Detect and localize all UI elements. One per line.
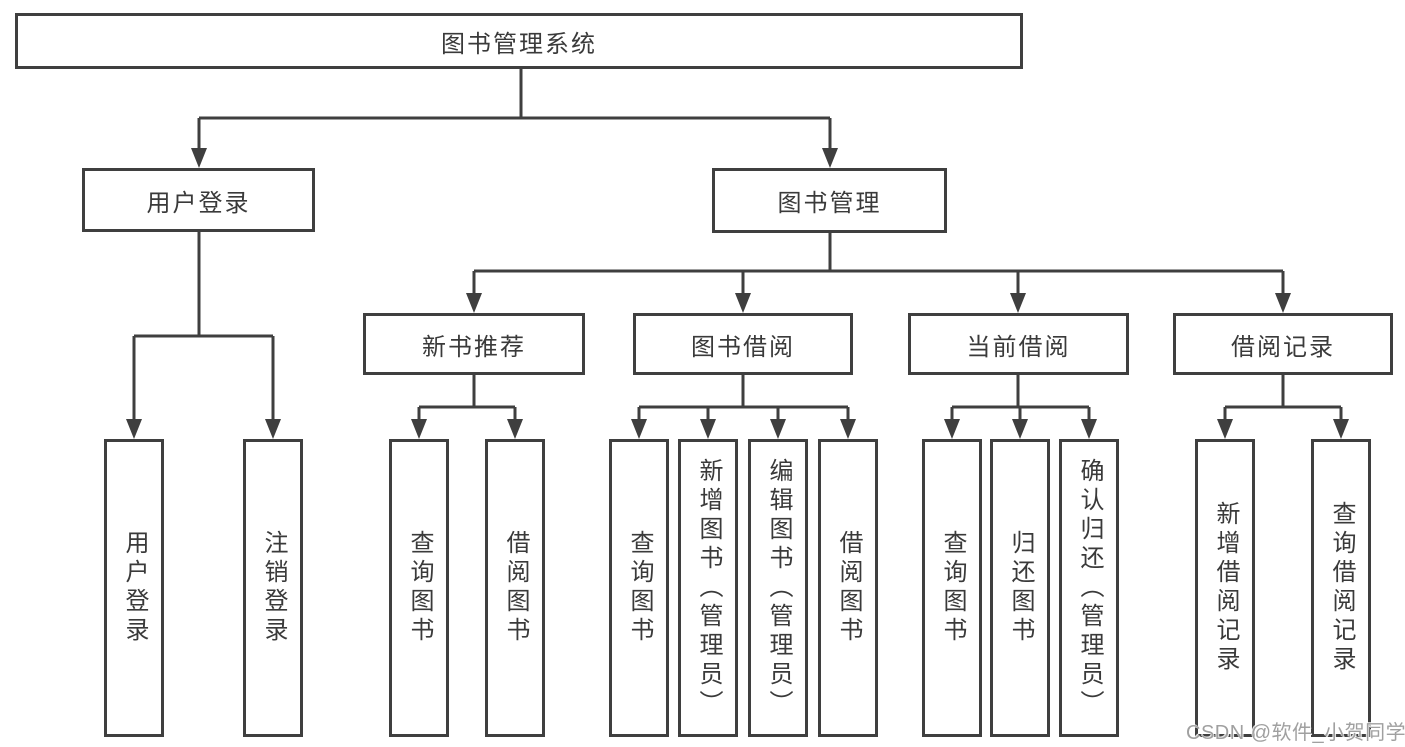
node-new-book-recommendation: 新书推荐 — [363, 313, 585, 375]
connector-new-book-recommendation-children — [411, 375, 523, 439]
leaf-edit-books-admin-label: 编辑图书（管理员） — [765, 457, 792, 719]
leaf-add-books-admin: 新增图书（管理员） — [678, 439, 738, 737]
node-user-login: 用户登录 — [82, 168, 315, 232]
leaf-borrow-books-borrowing-label: 借阅图书 — [835, 530, 862, 646]
node-new-book-recommendation-label: 新书推荐 — [422, 333, 526, 361]
leaf-confirm-return-admin-label: 确认归还（管理员） — [1076, 457, 1103, 719]
watermark-text: CSDN @软件_小贺同学 — [1186, 722, 1405, 744]
connector-book-management-children — [466, 233, 1291, 313]
leaf-query-books-recommendation: 查询图书 — [389, 439, 449, 737]
leaf-borrow-books-recommendation-label: 借阅图书 — [502, 530, 529, 646]
node-borrowing-records: 借阅记录 — [1173, 313, 1393, 375]
node-current-borrowing: 当前借阅 — [908, 313, 1129, 375]
connector-current-borrowing-children — [944, 375, 1097, 439]
connector-user-login-children — [126, 232, 281, 439]
node-book-borrowing-label: 图书借阅 — [691, 333, 795, 361]
leaf-query-borrow-record-label: 查询借阅记录 — [1328, 501, 1355, 675]
leaf-borrow-books-borrowing: 借阅图书 — [818, 439, 878, 737]
leaf-logout-label: 注销登录 — [260, 530, 287, 646]
node-library-management-system: 图书管理系统 — [15, 13, 1023, 69]
leaf-query-books-recommendation-label: 查询图书 — [406, 530, 433, 646]
leaf-query-borrow-record: 查询借阅记录 — [1311, 439, 1371, 737]
leaf-query-books-current: 查询图书 — [922, 439, 982, 737]
leaf-query-books-borrowing: 查询图书 — [609, 439, 669, 737]
node-book-management-label: 图书管理 — [777, 190, 882, 217]
leaf-return-books-label: 归还图书 — [1007, 530, 1034, 646]
connector-root-to-level2 — [191, 69, 838, 168]
connector-book-borrowing-children — [631, 375, 856, 439]
leaf-confirm-return-admin: 确认归还（管理员） — [1059, 439, 1119, 737]
connector-borrowing-records-children — [1217, 375, 1349, 439]
leaf-add-borrow-record-label: 新增借阅记录 — [1212, 501, 1239, 675]
leaf-user-login-label: 用户登录 — [121, 530, 148, 646]
leaf-query-books-current-label: 查询图书 — [939, 530, 966, 646]
leaf-edit-books-admin: 编辑图书（管理员） — [748, 439, 808, 737]
node-book-management: 图书管理 — [712, 168, 947, 233]
leaf-user-login: 用户登录 — [104, 439, 164, 737]
leaf-borrow-books-recommendation: 借阅图书 — [485, 439, 545, 737]
node-book-borrowing: 图书借阅 — [633, 313, 853, 375]
leaf-add-books-admin-label: 新增图书（管理员） — [695, 457, 722, 719]
node-current-borrowing-label: 当前借阅 — [966, 333, 1071, 361]
node-library-management-system-label: 图书管理系统 — [441, 30, 597, 58]
leaf-query-books-borrowing-label: 查询图书 — [626, 530, 653, 646]
leaf-return-books: 归还图书 — [990, 439, 1050, 737]
node-borrowing-records-label: 借阅记录 — [1231, 333, 1335, 361]
leaf-logout: 注销登录 — [243, 439, 303, 737]
node-user-login-label: 用户登录 — [146, 189, 251, 217]
leaf-add-borrow-record: 新增借阅记录 — [1195, 439, 1255, 737]
